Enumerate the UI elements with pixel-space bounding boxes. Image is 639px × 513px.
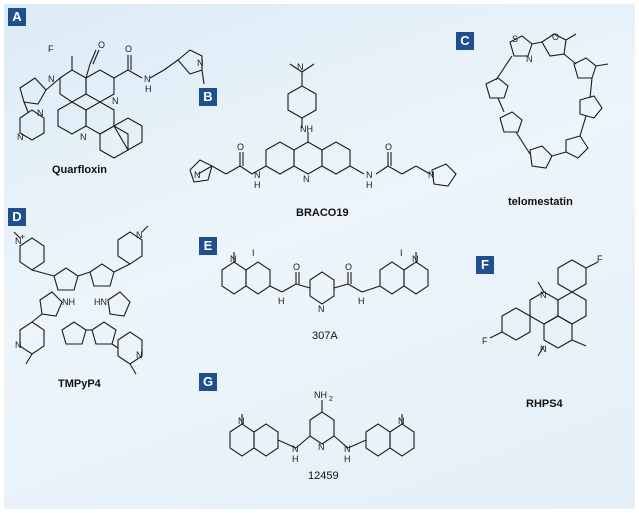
atom-label: O bbox=[293, 262, 300, 272]
atom-label: N bbox=[112, 96, 119, 106]
atom-label: O bbox=[345, 262, 352, 272]
panel-b-badge: B bbox=[199, 88, 217, 106]
panel-f-caption: RHPS4 bbox=[526, 398, 563, 410]
atom-label: N bbox=[526, 54, 533, 64]
panel-e-badge: E bbox=[199, 237, 217, 255]
atom-label: N bbox=[540, 290, 547, 300]
atom-label: H bbox=[358, 296, 365, 306]
panel-g-caption: 12459 bbox=[308, 470, 339, 482]
atom-label: NH bbox=[300, 124, 313, 134]
atom-label: N bbox=[48, 74, 55, 84]
atom-label: N bbox=[238, 416, 245, 426]
atom-label: N bbox=[194, 170, 201, 180]
atom-label: N bbox=[297, 62, 304, 72]
atom-label: H bbox=[145, 84, 152, 94]
atom-label: N bbox=[412, 254, 419, 264]
atom-label: N bbox=[540, 344, 547, 354]
atom-label: O bbox=[385, 142, 392, 152]
panel-c-badge: C bbox=[456, 32, 474, 50]
atom-label: F bbox=[597, 254, 603, 264]
atom-label: N bbox=[366, 170, 373, 180]
atom-label: N bbox=[197, 58, 204, 68]
atom-label: N bbox=[303, 174, 310, 184]
atom-label: N bbox=[15, 236, 22, 246]
atom-label: HN bbox=[94, 297, 107, 307]
atom-label: N bbox=[318, 304, 325, 314]
atom-label: N bbox=[15, 340, 22, 350]
atom-label: N bbox=[292, 444, 299, 454]
atom-label: H bbox=[254, 180, 261, 190]
atom-label: N bbox=[144, 74, 151, 84]
atom-label: N bbox=[254, 170, 261, 180]
atom-label: O bbox=[98, 40, 105, 50]
panel-a-badge: A bbox=[8, 8, 26, 26]
atom-label: N bbox=[230, 254, 237, 264]
figure-frame bbox=[4, 4, 635, 509]
atom-label: NH bbox=[314, 390, 327, 400]
panel-a-caption: Quarfloxin bbox=[52, 164, 108, 176]
atom-label: H bbox=[366, 180, 373, 190]
panel-g-badge: G bbox=[199, 373, 217, 391]
atom-label: 2 bbox=[329, 396, 333, 403]
atom-label: F bbox=[482, 336, 488, 346]
atom-label: H bbox=[292, 454, 299, 464]
panel-c-caption: telomestatin bbox=[508, 196, 573, 208]
atom-label: H bbox=[278, 296, 285, 306]
atom-label: N bbox=[136, 350, 143, 360]
atom-label: N bbox=[344, 444, 351, 454]
panel-d-caption: TMPyP4 bbox=[58, 378, 101, 390]
panel-f-badge: F bbox=[476, 256, 494, 274]
panel-e-caption: 307A bbox=[312, 330, 338, 342]
atom-label: I bbox=[400, 248, 403, 258]
atom-label: N bbox=[80, 132, 87, 142]
atom-label: I bbox=[252, 248, 255, 258]
panel-d-badge: D bbox=[8, 208, 26, 226]
atom-label: N bbox=[17, 132, 24, 142]
atom-label: S bbox=[512, 34, 518, 44]
atom-label: O bbox=[552, 32, 559, 42]
atom-label: + bbox=[20, 232, 25, 242]
atom-label: H bbox=[344, 454, 351, 464]
atom-label: N bbox=[136, 230, 143, 240]
atom-label: O bbox=[125, 44, 132, 54]
atom-label: NH bbox=[62, 297, 75, 307]
atom-label: N bbox=[318, 442, 325, 452]
atom-label: N bbox=[37, 108, 44, 118]
atom-label: N bbox=[428, 170, 435, 180]
atom-label: N bbox=[398, 416, 405, 426]
atom-label: O bbox=[237, 142, 244, 152]
panel-b-caption: BRACO19 bbox=[296, 207, 349, 219]
atom-label: F bbox=[48, 44, 54, 54]
